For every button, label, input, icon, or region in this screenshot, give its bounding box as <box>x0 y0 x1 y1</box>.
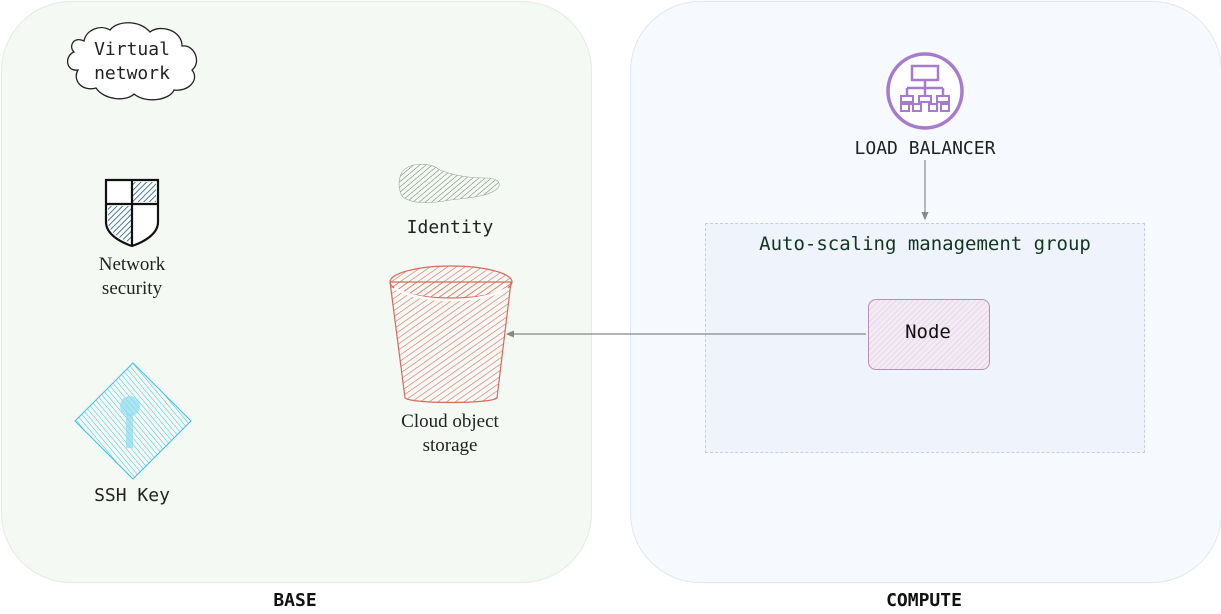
load-balancer-label: LOAD BALANCER <box>854 138 996 159</box>
bucket-icon <box>389 265 513 404</box>
network-security-label: Network security <box>62 253 202 301</box>
virtual-network-label-line2: network <box>94 63 170 84</box>
identity-icon <box>398 163 500 203</box>
network-security-label-line1: Network <box>98 254 166 275</box>
base-group-label: BASE <box>273 590 317 611</box>
cloud-icon <box>67 22 198 101</box>
cloud-storage-label-line1: Cloud object <box>401 411 499 432</box>
node-label: Node <box>905 321 951 343</box>
key-icon <box>74 362 192 480</box>
virtual-network-label-line1: Virtual <box>94 39 170 60</box>
cloud-storage-label: Cloud object storage <box>370 410 530 458</box>
shield-icon <box>104 178 160 248</box>
virtual-network-label: Virtual network <box>70 38 194 86</box>
load-balancer-icon <box>886 52 964 130</box>
identity-label: Identity <box>406 217 494 238</box>
compute-group-label: COMPUTE <box>886 590 962 611</box>
node-box[interactable] <box>868 299 990 370</box>
network-security-label-line2: security <box>101 278 163 299</box>
ssh-key-label: SSH Key <box>94 485 170 506</box>
auto-scaling-group-label: Auto-scaling management group <box>759 233 1091 255</box>
cloud-storage-label-line2: storage <box>422 435 478 456</box>
